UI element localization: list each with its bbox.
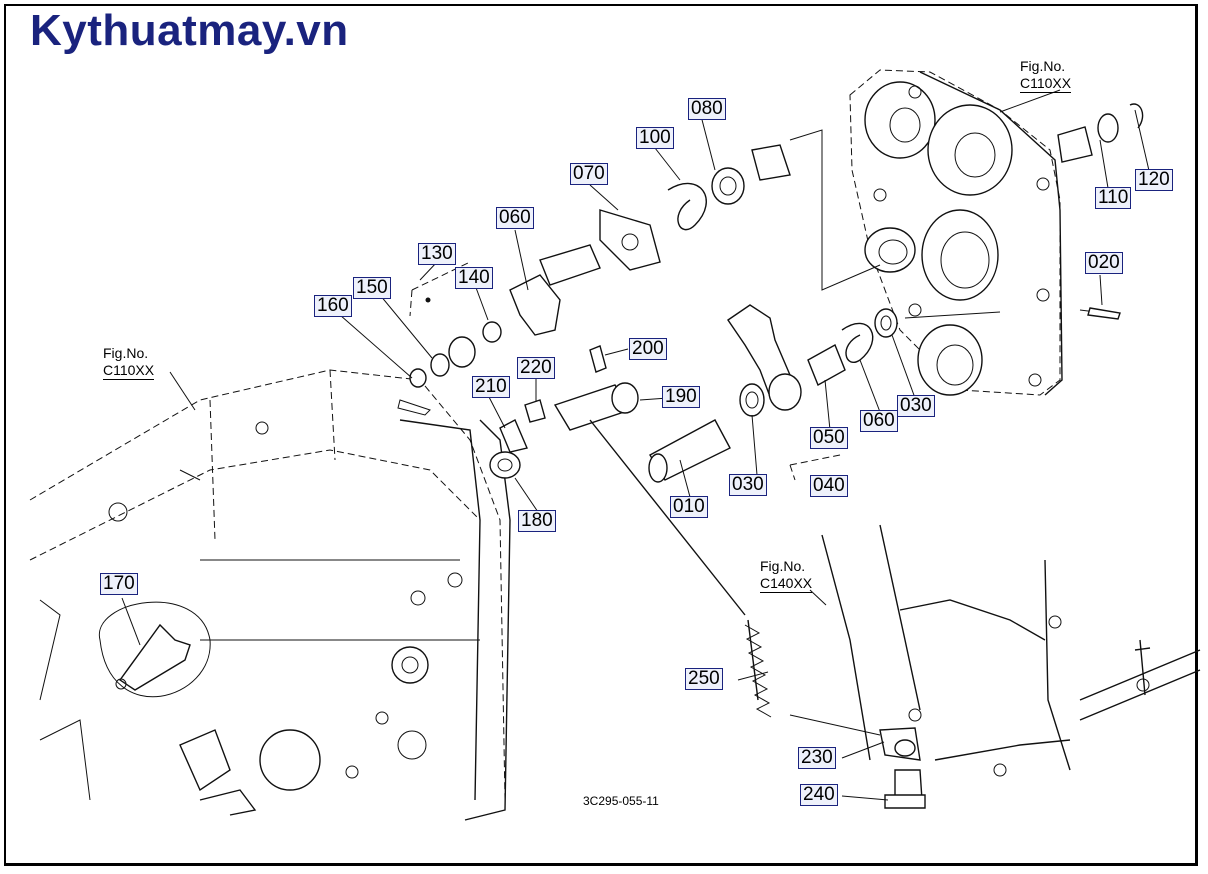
fig-ref-left: Fig.No. C110XX	[103, 345, 155, 380]
lower-right-housing	[821, 524, 1201, 777]
callout-030-left[interactable]: 030	[729, 474, 767, 496]
fig-ref-line2: C140XX	[760, 575, 813, 593]
callout-100[interactable]: 100	[636, 127, 674, 149]
callout-120[interactable]: 120	[1135, 169, 1173, 191]
fig-ref-lower: Fig.No. C140XX	[760, 558, 813, 593]
callout-210[interactable]: 210	[472, 376, 510, 398]
callout-240[interactable]: 240	[800, 784, 838, 806]
site-watermark: Kythuatmay.vn	[30, 6, 349, 55]
lever-spring-assembly	[489, 345, 926, 809]
callout-010[interactable]: 010	[670, 496, 708, 518]
fig-ref-line1: Fig.No.	[760, 558, 806, 574]
fig-ref-top-right: Fig.No. C110XX	[1020, 58, 1072, 93]
fig-ref-line2: C110XX	[103, 362, 155, 380]
callout-160[interactable]: 160	[314, 295, 352, 317]
callout-040[interactable]: 040	[810, 475, 848, 497]
callout-030-right[interactable]: 030	[897, 395, 935, 417]
diagram-frame	[4, 4, 1198, 866]
callout-050[interactable]: 050	[810, 427, 848, 449]
callout-080[interactable]: 070	[570, 163, 608, 185]
callout-090[interactable]: 080	[688, 98, 726, 120]
diagram-code: 3C295-055-11	[583, 794, 659, 808]
callout-180[interactable]: 180	[518, 510, 556, 532]
leader-lines	[121, 89, 1151, 801]
fig-ref-line1: Fig.No.	[1020, 58, 1066, 74]
left-housing	[29, 369, 511, 821]
callout-110[interactable]: 110	[1095, 187, 1132, 209]
callout-140[interactable]: 140	[455, 267, 493, 289]
callout-220[interactable]: 220	[517, 357, 555, 379]
fig-ref-line1: Fig.No.	[103, 345, 149, 361]
callout-150[interactable]: 150	[353, 277, 391, 299]
callout-250[interactable]: 250	[685, 668, 723, 690]
callout-200[interactable]: 200	[629, 338, 667, 360]
fig-ref-line2: C110XX	[1020, 75, 1072, 93]
callout-060[interactable]: 060	[860, 410, 898, 432]
callout-230[interactable]: 230	[798, 747, 836, 769]
shaft-assembly	[648, 304, 1121, 483]
callout-190[interactable]: 190	[662, 386, 700, 408]
callout-070[interactable]: 060	[496, 207, 534, 229]
callout-020[interactable]: 020	[1085, 252, 1123, 274]
callout-170[interactable]: 170	[100, 573, 138, 595]
callout-130[interactable]: 130	[418, 243, 456, 265]
right-housing	[789, 69, 1063, 396]
arm-assembly	[409, 103, 1144, 388]
